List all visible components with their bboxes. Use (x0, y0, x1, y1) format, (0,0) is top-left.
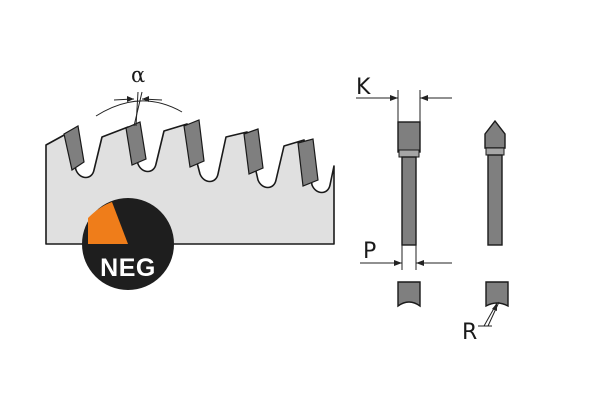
pointed-braze-joint (485, 147, 505, 156)
pointed-tip (484, 119, 506, 149)
flat-tooth-profile (397, 281, 421, 308)
badge-label: NEG (100, 254, 156, 282)
tooth-tip-3 (183, 119, 205, 168)
plate-thickness-label: P (363, 239, 376, 264)
rake-angle-indicator (95, 91, 183, 127)
blade-plate (401, 156, 417, 246)
tooth-tip-4 (243, 128, 264, 175)
negative-hook-badge: NEG (82, 198, 174, 290)
tooth-tip-5 (297, 138, 319, 187)
kerf-width-label: K (356, 75, 371, 100)
rake-angle-label: α (131, 63, 145, 87)
radius-tooth-profile (485, 281, 509, 308)
tooth-tip-1 (63, 125, 85, 171)
badge-accent-wedge (88, 202, 128, 244)
tooth-cross-section: K P (356, 75, 452, 308)
alternate-blade-plate (487, 154, 503, 246)
braze-joint (398, 149, 420, 158)
tooth-tip-2 (125, 121, 147, 166)
blade-side-view: α NEG (45, 63, 335, 290)
alternate-tooth-cross-section: R (462, 119, 509, 345)
radius-label: R (462, 320, 477, 345)
carbide-tip-block (397, 121, 421, 153)
